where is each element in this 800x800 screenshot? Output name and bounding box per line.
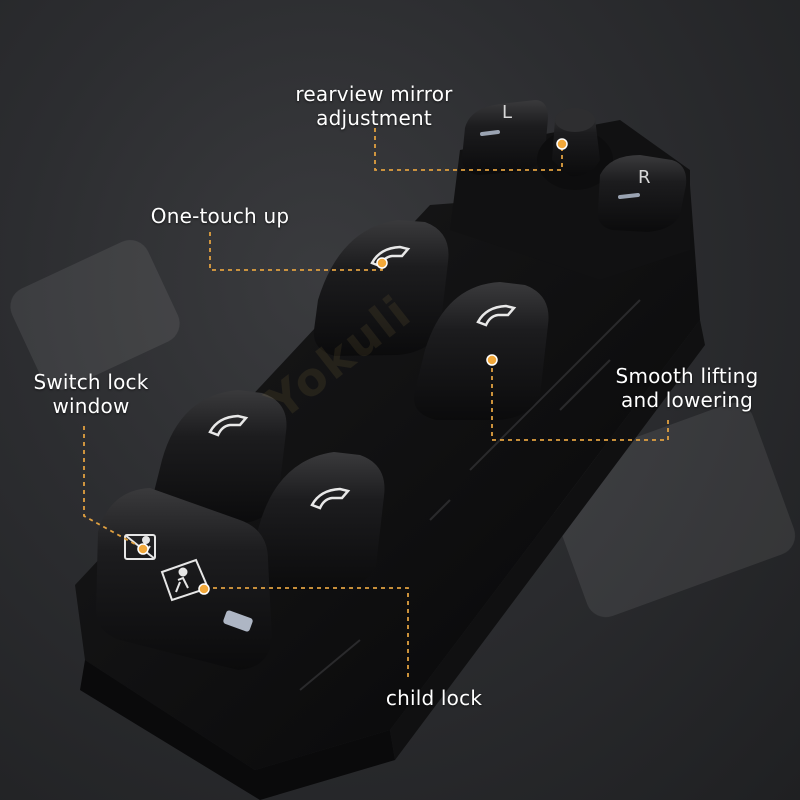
mirror-callout-label: rearview mirror adjustment	[286, 82, 462, 130]
window-up-icon	[310, 487, 351, 510]
left-indicator	[480, 130, 500, 136]
mirror-control-block: L R	[450, 100, 690, 280]
child-lock-callout-label: child lock	[385, 686, 483, 710]
mirror-left-button[interactable]: L	[462, 100, 548, 175]
smooth-callout-dot	[486, 354, 498, 366]
mirror-callout-dot	[556, 138, 568, 150]
one-touch-callout-dot	[376, 257, 388, 269]
callout-leaders	[83, 128, 669, 680]
mirror-callout-line2: adjustment	[316, 106, 432, 130]
window-switch-rear-left[interactable]	[151, 390, 287, 524]
smooth-callout-label: Smooth lifting and lowering	[604, 364, 770, 412]
mirror-right-button[interactable]: R	[597, 155, 687, 232]
switch-lock-callout-line1: Switch lock	[33, 370, 149, 394]
mirror-right-label: R	[638, 167, 651, 188]
mirror-joystick[interactable]	[537, 108, 613, 190]
window-up-icon	[476, 304, 517, 327]
mirror-left-label: L	[502, 102, 512, 123]
lock-indicator-led	[223, 610, 253, 632]
smooth-callout-line1: Smooth lifting	[615, 364, 759, 388]
window-switch-front-right[interactable]	[413, 282, 549, 420]
one-touch-callout-label: One-touch up	[150, 204, 290, 228]
callout-dots	[137, 138, 568, 595]
mirror-callout-line1: rearview mirror	[295, 82, 453, 106]
window-switch-rear-right[interactable]	[247, 452, 385, 590]
smooth-callout-line2: and lowering	[621, 388, 753, 412]
switch-lock-callout-line2: window	[52, 394, 130, 418]
window-up-icon	[208, 414, 249, 437]
child-lock-callout-dot	[198, 583, 210, 595]
switch-lock-callout-label: Switch lock window	[24, 370, 158, 418]
switch-lock-callout-dot	[137, 543, 149, 555]
right-indicator	[618, 193, 640, 199]
